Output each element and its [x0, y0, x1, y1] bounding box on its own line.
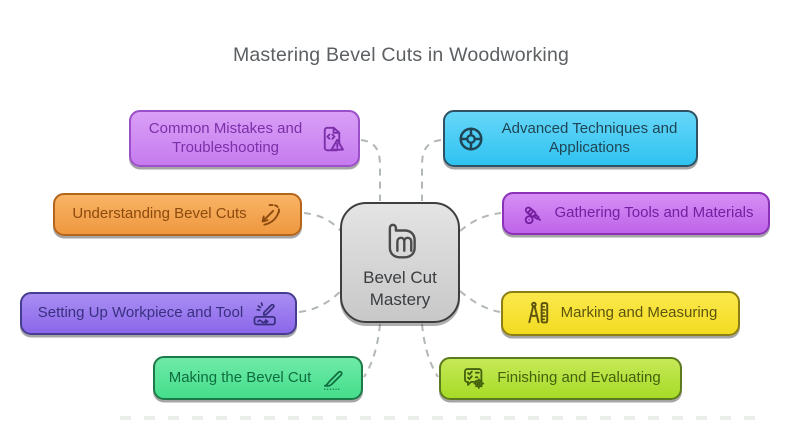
center-node-bevel-cut-mastery: Bevel Cut Mastery [340, 202, 460, 323]
checklist-gear-icon [460, 364, 489, 393]
connector-advanced-center [421, 139, 442, 201]
node-marking-measuring: Marking and Measuring [501, 291, 740, 336]
node-setting-up-workpiece: Setting Up Workpiece and Tool [20, 292, 297, 335]
node-label: Setting Up Workpiece and Tool [37, 304, 244, 322]
diagram-title: Mastering Bevel Cuts in Woodworking [232, 44, 570, 66]
scalpel-icon [319, 364, 347, 392]
connector-center-gathering [459, 212, 502, 232]
node-label: Common Mistakes and Troubleshooting [148, 119, 303, 156]
node-label: Gathering Tools and Materials [554, 204, 754, 222]
node-gathering-tools: Gathering Tools and Materials [502, 192, 770, 235]
connector-understand-center [303, 212, 342, 232]
etching-pen-icon [251, 300, 279, 328]
node-understanding-bevel-cuts: Understanding Bevel Cuts [53, 193, 302, 236]
compass-ruler-icon [524, 299, 553, 328]
node-label: Finishing and Evaluating [497, 369, 661, 387]
wheel-icon [456, 124, 486, 154]
node-label: Understanding Bevel Cuts [72, 205, 247, 223]
node-label: Advanced Techniques and Applications [501, 119, 678, 156]
connector-setup-center [298, 290, 342, 313]
connector-center-finishing [421, 323, 439, 378]
node-label: Marking and Measuring [560, 304, 718, 322]
connector-center-making [363, 323, 381, 378]
crossed-tools-icon [519, 200, 547, 228]
node-label: Making the Bevel Cut [168, 368, 312, 386]
bevel-corner-arrow-icon [255, 201, 283, 229]
center-node-label: Bevel Cut Mastery [363, 267, 437, 309]
file-code-warning-icon [317, 124, 347, 154]
node-finishing-evaluating: Finishing and Evaluating [439, 357, 682, 400]
node-advanced-techniques: Advanced Techniques and Applications [443, 110, 698, 167]
node-common-mistakes: Common Mistakes and Troubleshooting [129, 110, 360, 167]
connector-common-center [360, 139, 381, 201]
mint-leaf-m-icon [376, 217, 424, 265]
connector-center-marking [459, 290, 501, 313]
node-making-bevel-cut: Making the Bevel Cut [153, 356, 363, 400]
